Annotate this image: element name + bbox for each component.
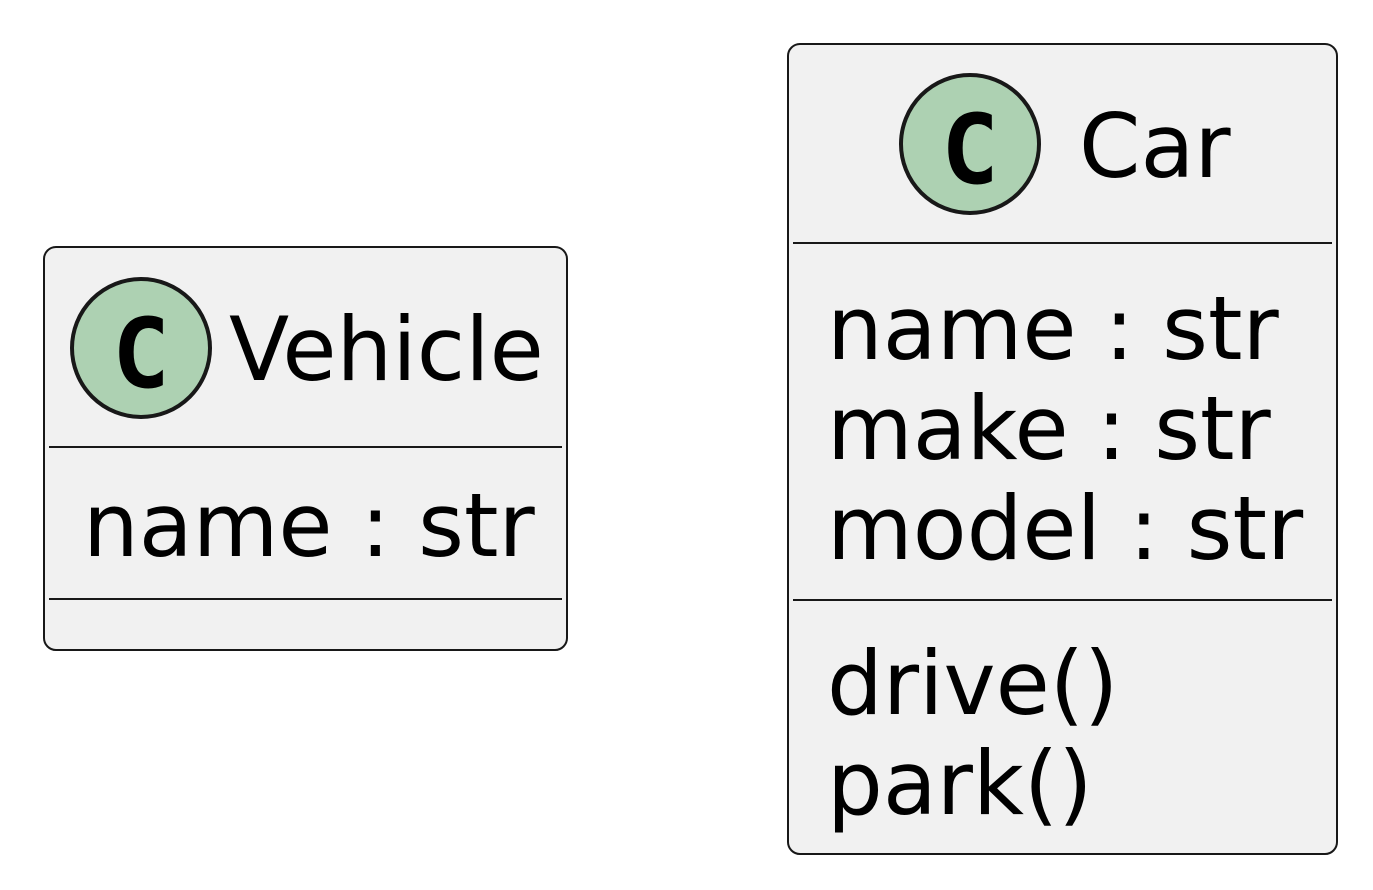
class-name: Vehicle — [229, 298, 544, 401]
class-c-icon-glyph: C — [941, 94, 999, 206]
attribute: name : str — [827, 277, 1279, 380]
attribute: make : str — [827, 377, 1271, 480]
methods-divider — [49, 598, 562, 600]
method: drive() — [827, 632, 1119, 735]
class-c-icon: C — [70, 277, 212, 419]
attribute: name : str — [83, 474, 535, 577]
class-c-icon: C — [899, 73, 1041, 215]
attribute: model : str — [827, 477, 1304, 580]
attributes-divider — [793, 242, 1332, 244]
class-vehicle[interactable]: C Vehicle name : str — [43, 246, 568, 651]
class-car[interactable]: C Car name : str make : str model : str … — [787, 43, 1338, 855]
method: park() — [827, 732, 1093, 835]
attributes-divider — [49, 446, 562, 448]
class-c-icon-glyph: C — [112, 298, 170, 410]
class-name: Car — [1079, 95, 1231, 198]
methods-divider — [793, 599, 1332, 601]
